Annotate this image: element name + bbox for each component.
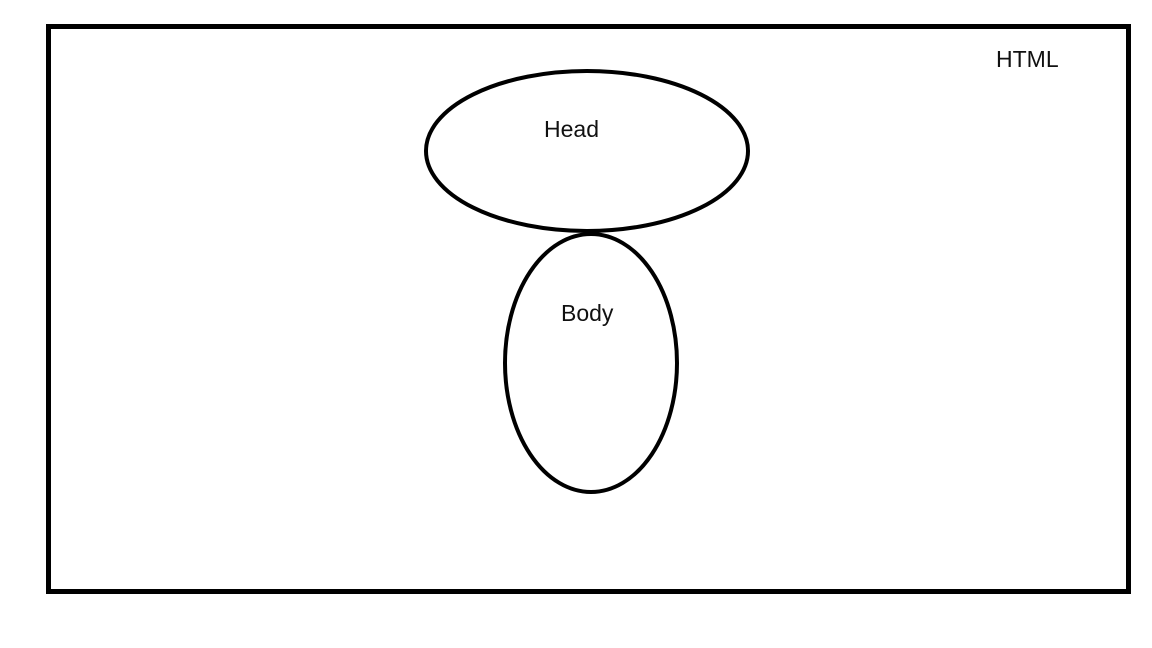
body-node-label: Body <box>561 300 614 326</box>
body-node <box>503 232 679 494</box>
head-node-label: Head <box>544 116 599 142</box>
head-node <box>424 69 750 233</box>
html-container-box <box>46 24 1131 594</box>
html-container-label: HTML <box>996 46 1059 72</box>
